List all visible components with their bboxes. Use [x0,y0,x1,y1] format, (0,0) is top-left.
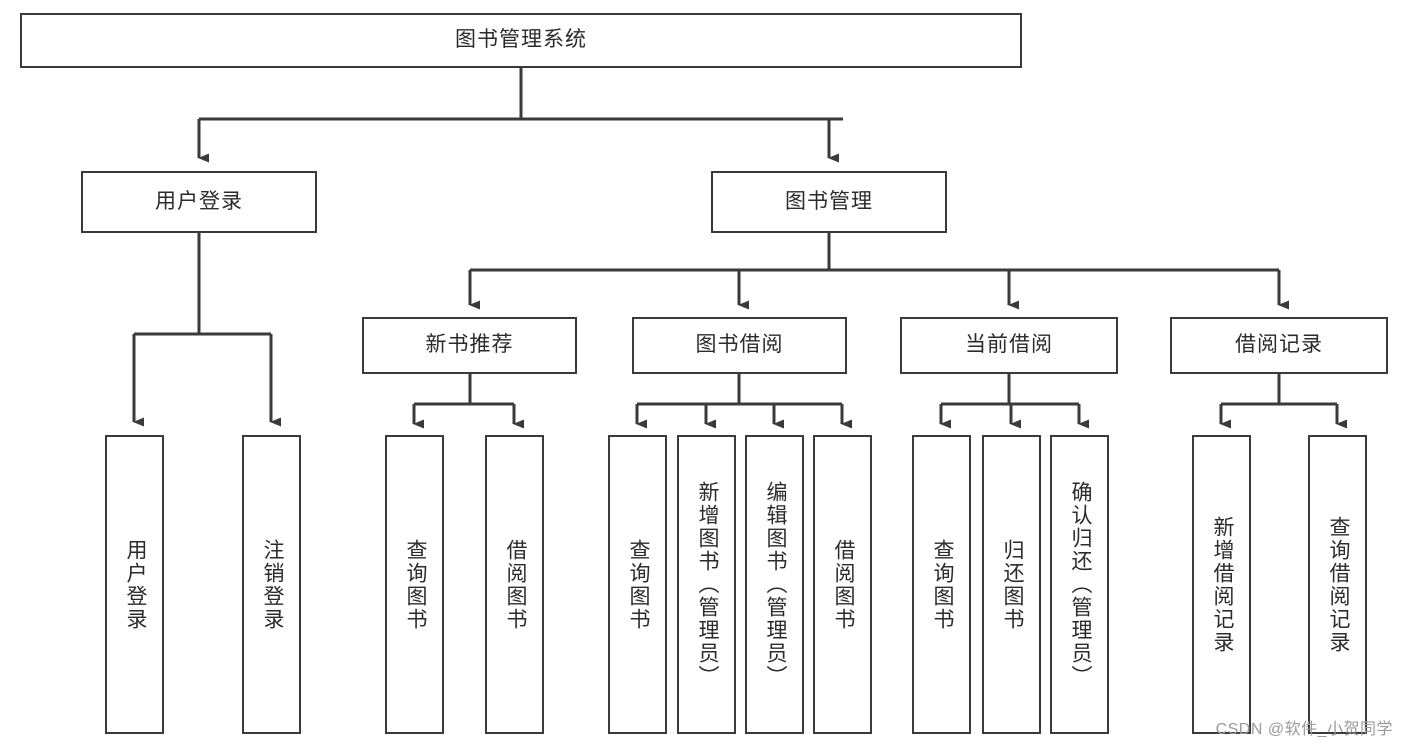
node-leaf-edit-book-label: 编辑图书（管理员） [763,481,787,688]
node-new-book-rec[interactable]: 新书推荐 [362,317,577,374]
node-user-login-label: 用户登录 [155,189,243,213]
node-leaf-logout-label: 注销登录 [260,538,284,631]
node-leaf-borrow-book-1-label: 借阅图书 [503,538,527,631]
node-book-manage[interactable]: 图书管理 [711,171,947,233]
node-root-label: 图书管理系统 [455,28,587,52]
node-leaf-logout[interactable]: 注销登录 [242,435,301,734]
node-leaf-confirm-return-label: 确认归还（管理员） [1068,481,1092,688]
node-book-borrow-label: 图书借阅 [695,333,784,357]
node-leaf-add-book[interactable]: 新增图书（管理员） [677,435,736,734]
node-leaf-add-book-label: 新增图书（管理员） [695,481,719,688]
node-borrow-record-label: 借阅记录 [1235,333,1323,357]
node-book-manage-label: 图书管理 [785,189,873,213]
node-leaf-query-book-1[interactable]: 查询图书 [385,435,444,734]
node-leaf-query-book-2[interactable]: 查询图书 [608,435,667,734]
node-new-book-rec-label: 新书推荐 [425,333,514,357]
node-leaf-query-book-3[interactable]: 查询图书 [912,435,971,734]
node-current-borrow-label: 当前借阅 [965,333,1053,357]
node-leaf-confirm-return[interactable]: 确认归还（管理员） [1050,435,1109,734]
node-leaf-user-login[interactable]: 用户登录 [105,435,164,734]
node-borrow-record[interactable]: 借阅记录 [1170,317,1388,374]
node-leaf-borrow-book-2[interactable]: 借阅图书 [813,435,872,734]
node-book-borrow[interactable]: 图书借阅 [632,317,847,374]
node-leaf-borrow-book-1[interactable]: 借阅图书 [485,435,544,734]
node-leaf-query-book-1-label: 查询图书 [403,538,427,631]
node-leaf-return-book[interactable]: 归还图书 [982,435,1041,734]
node-user-login[interactable]: 用户登录 [81,171,317,233]
node-leaf-add-record[interactable]: 新增借阅记录 [1192,435,1251,734]
node-leaf-edit-book[interactable]: 编辑图书（管理员） [745,435,804,734]
node-root[interactable]: 图书管理系统 [20,13,1022,68]
node-leaf-query-book-3-label: 查询图书 [930,538,954,631]
node-leaf-query-record-label: 查询借阅记录 [1326,515,1350,654]
node-leaf-query-book-2-label: 查询图书 [626,538,650,631]
node-leaf-query-record[interactable]: 查询借阅记录 [1308,435,1367,734]
node-leaf-return-book-label: 归还图书 [1000,538,1024,631]
node-current-borrow[interactable]: 当前借阅 [900,317,1118,374]
node-leaf-add-record-label: 新增借阅记录 [1210,515,1234,654]
node-leaf-borrow-book-2-label: 借阅图书 [831,538,855,631]
node-leaf-user-login-label: 用户登录 [123,538,147,631]
